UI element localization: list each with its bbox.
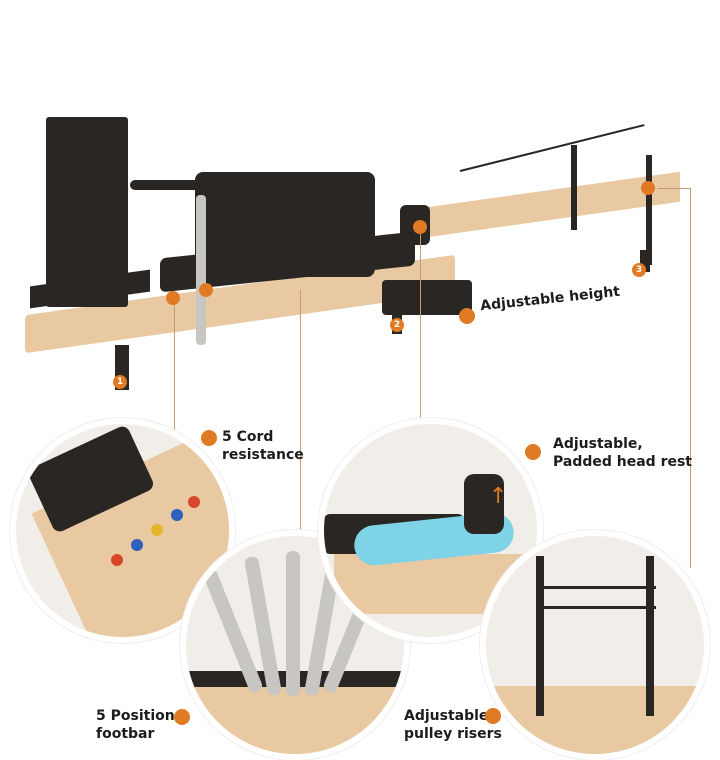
bullet-dot (485, 708, 501, 724)
feature-footbar: 5 Position footbar (96, 708, 175, 742)
leg (640, 250, 650, 272)
footbar-post (196, 195, 206, 345)
height-bracket (382, 280, 472, 315)
bullet-dot (174, 709, 190, 725)
connector-line (420, 228, 421, 418)
standing-platform (46, 117, 128, 307)
callout-dot (413, 220, 427, 234)
sitting-box (195, 172, 375, 277)
connector-line (658, 188, 690, 189)
rope (459, 124, 645, 172)
marker-2: 2 (390, 318, 404, 332)
bar (130, 180, 200, 190)
bullet-dot (459, 308, 475, 324)
detail-head-rest: ↑ (318, 418, 543, 643)
callout-dot (166, 291, 180, 305)
marker-1: 1 (113, 375, 127, 389)
callout-dot (199, 283, 213, 297)
connector-line (690, 188, 691, 568)
connector-line (300, 290, 301, 530)
feature-adjustable-height: Adjustable height (479, 283, 621, 315)
pulley-riser-left (571, 145, 577, 230)
callout-dot (641, 181, 655, 195)
connector-line (174, 298, 175, 436)
arrow-up-icon: ↑ (489, 484, 508, 509)
feature-head-rest: Adjustable, Padded head rest (553, 436, 692, 470)
wood-frame-rear (420, 171, 680, 239)
bullet-dot (525, 444, 541, 460)
pulley-riser-right (646, 155, 652, 265)
bullet-dot (201, 430, 217, 446)
detail-pulley-risers (480, 530, 710, 760)
feature-cord-resistance: 5 Cord resistance (222, 429, 304, 463)
feature-pulley-risers: Adjustable pulley risers (404, 708, 502, 742)
marker-3: 3 (632, 263, 646, 277)
